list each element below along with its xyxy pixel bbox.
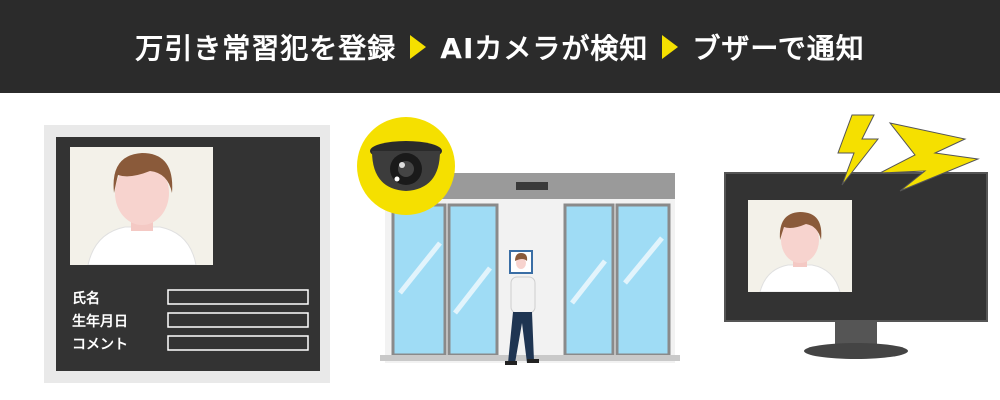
monitor-stand: [804, 343, 908, 359]
glass-door-left: [447, 203, 499, 357]
arrow-right-icon: [662, 34, 679, 59]
registered-photo: [70, 147, 213, 265]
field-label-birthdate: 生年月日: [72, 313, 128, 330]
door-sensor: [516, 182, 548, 190]
person-avatar-icon: [87, 153, 197, 265]
step-notify-label: ブザーで通知: [692, 31, 865, 65]
buzzer-bolt-icon: [879, 122, 980, 192]
field-box-birthdate: [167, 312, 309, 328]
buzzer-bolt-icon: [837, 114, 880, 186]
field-box-comment: [167, 335, 309, 351]
field-label-comment: コメント: [72, 337, 128, 353]
monitor-neck: [835, 321, 877, 347]
step-register-label: 万引き常習犯を登録: [135, 31, 397, 65]
field-label-name: 氏名: [72, 290, 100, 307]
field-box-name: [167, 289, 309, 305]
ai-camera: [357, 117, 455, 215]
alert-monitor: [724, 114, 988, 359]
registration-card: 氏名 生年月日 コメント: [44, 125, 330, 383]
arrow-right-icon: [410, 34, 427, 59]
step-detect-label: AIカメラが検知: [440, 31, 649, 65]
walking-person: [505, 276, 539, 365]
matched-person-icon: [759, 212, 841, 292]
header-banner: 万引き常習犯を登録 AIカメラが検知 ブザーで通知: [0, 0, 1000, 93]
illustration-scene: 氏名 生年月日 コメント: [44, 114, 988, 383]
glass-panel-left: [391, 203, 447, 357]
